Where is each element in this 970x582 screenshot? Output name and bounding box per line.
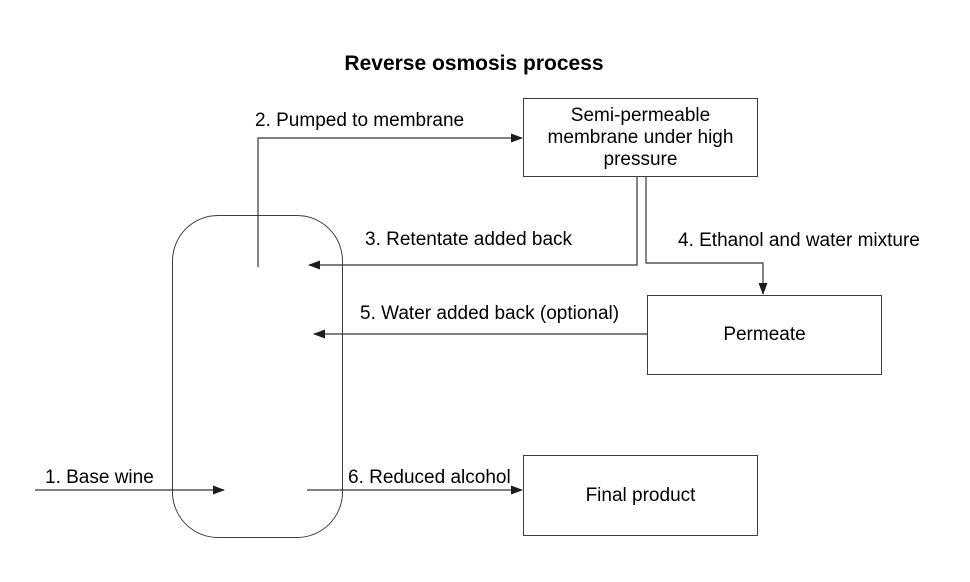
node-permeate: Permeate xyxy=(647,295,882,375)
node-final-product-label: Final product xyxy=(585,484,696,506)
edge-label-water-added-back: 5. Water added back (optional) xyxy=(360,303,620,324)
node-final-product: Final product xyxy=(523,455,758,536)
node-tank xyxy=(172,215,343,538)
edge-label-pumped-to-membrane: 2. Pumped to membrane xyxy=(255,110,465,131)
edge-label-reduced-alcohol: 6. Reduced alcohol xyxy=(348,467,511,488)
node-permeate-label: Permeate xyxy=(723,324,806,345)
node-membrane-label: Semi-permeable membrane under high press… xyxy=(547,104,734,170)
edge-retentate-added-back-line xyxy=(308,177,638,270)
edge-label-ethanol-water-mixture: 4. Ethanol and water mixture xyxy=(678,230,920,251)
edge-label-base-wine: 1. Base wine xyxy=(45,467,154,488)
edge-label-retentate-added-back: 3. Retentate added back xyxy=(365,229,573,250)
node-membrane: Semi-permeable membrane under high press… xyxy=(523,98,758,177)
diagram-title: Reverse osmosis process xyxy=(344,52,604,75)
